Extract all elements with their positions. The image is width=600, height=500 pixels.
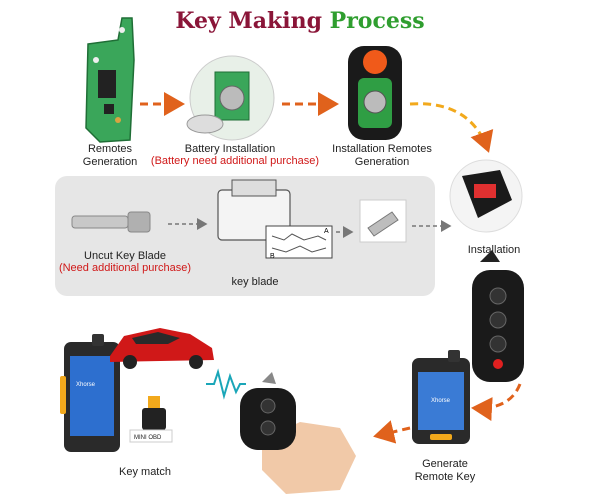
uncut-key-blade-label: Uncut Key Blade: [84, 250, 166, 262]
hand-holding-key-image: [240, 372, 356, 494]
keymatch-device-image: [60, 334, 120, 452]
key-blade-label: key blade: [231, 276, 279, 288]
blade-side-b: B: [270, 253, 275, 260]
left-device-brand: Xhorse: [76, 382, 96, 388]
installation-remotes-generation-label: Installation Remotes Generation: [332, 143, 432, 168]
uncut-key-blade-image: [71, 211, 151, 233]
battery-note-label: (Battery need additional purchase): [150, 155, 320, 167]
signal-wave-icon: [206, 368, 246, 400]
remote-shell-image: [348, 46, 402, 140]
cut-key-blade-image: [359, 199, 407, 243]
title-part2: Process: [329, 8, 425, 34]
pcb-board-image: [85, 17, 135, 143]
mini-obd-image: [129, 396, 173, 443]
blade-side-a: A: [324, 228, 329, 235]
key-cutting-machine-image: [217, 179, 333, 259]
flip-key-remote-image: [472, 250, 524, 382]
right-device-brand: Xhorse: [431, 398, 451, 404]
uncut-note-label: (Need additional purchase): [58, 262, 192, 274]
title-part1: Key Making: [175, 8, 322, 34]
generate-remote-key-label: Generate Remote Key: [414, 458, 476, 483]
arrow-remote-to-generate: [471, 383, 522, 421]
installation-label: Installation: [467, 244, 521, 256]
remotes-generation-label: Remotes Generation: [82, 143, 138, 168]
mini-obd-label: MINI OBD: [134, 435, 162, 441]
installation-image: [449, 159, 523, 233]
page-title: Key Making Process: [0, 8, 600, 34]
generate-device-image: [412, 350, 470, 444]
key-match-label: Key match: [119, 466, 171, 478]
battery-installation-label: Battery Installation: [184, 143, 276, 155]
battery-installation-image: [186, 55, 275, 141]
red-car-image: [110, 328, 214, 369]
arrow-generate-to-keymatch: [373, 420, 411, 444]
